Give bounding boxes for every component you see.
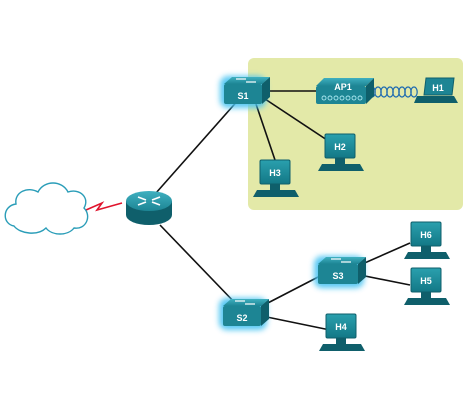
switch-s3: S3 [314, 256, 366, 288]
switch-s2-label: S2 [236, 313, 247, 323]
pc-h5: H5 [404, 267, 450, 305]
switch-icon [318, 264, 358, 284]
router-icon [126, 191, 172, 225]
pc-h3: H3 [253, 159, 299, 197]
pc-h6: H6 [404, 221, 450, 259]
access-point-ap1-label: AP1 [334, 82, 352, 92]
pc-h6-label: H6 [420, 230, 432, 240]
wireless-link-ap1-h1 [368, 86, 418, 98]
link-router-s2 [159, 224, 239, 307]
link-s2-s3 [261, 274, 323, 307]
link-router-s1 [147, 97, 241, 203]
laptop-h1: H1 [414, 77, 458, 103]
pc-icon [318, 133, 364, 171]
pc-h2-label: H2 [334, 142, 346, 152]
link-s1-h3 [255, 103, 276, 161]
laptop-h1-label: H1 [432, 83, 444, 93]
access-point-ap1: AP1 [316, 78, 374, 104]
cloud-icon [4, 182, 89, 235]
switch-s1: S1 [220, 76, 270, 108]
pc-icon [404, 221, 450, 259]
switch-s1-label: S1 [237, 91, 248, 101]
serial-link-cloud-router [85, 201, 123, 212]
link-s3-h5 [359, 274, 411, 286]
switch-s3-label: S3 [332, 271, 343, 281]
pc-h4: H4 [319, 313, 365, 351]
pc-icon [404, 267, 450, 305]
link-s1-h2 [261, 96, 331, 143]
pc-icon [319, 313, 365, 351]
links [147, 90, 411, 331]
wlan-area [248, 58, 463, 210]
link-s2-h4 [261, 315, 331, 331]
pc-h2: H2 [318, 133, 364, 171]
switch-s2: S2 [219, 298, 269, 330]
switch-icon [224, 84, 262, 104]
switch-icon [223, 306, 261, 326]
link-s3-h6 [359, 242, 411, 266]
pc-h5-label: H5 [420, 276, 432, 286]
laptop-icon [414, 77, 458, 103]
pc-h3-label: H3 [269, 168, 281, 178]
pc-h4-label: H4 [335, 322, 347, 332]
pc-icon [253, 159, 299, 197]
